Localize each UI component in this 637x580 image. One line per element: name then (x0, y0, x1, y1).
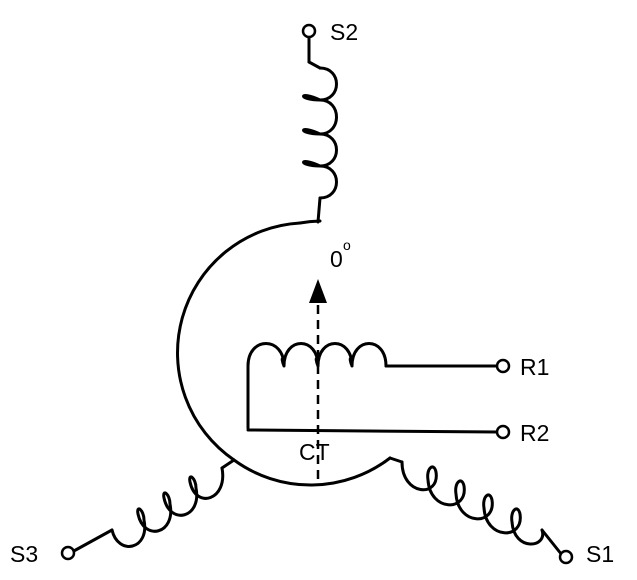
stator-winding-s3: S3 (10, 458, 236, 567)
stator-winding-s1: S1 (388, 456, 614, 567)
angle-degree-mark: o (343, 237, 351, 253)
rotor-winding: R1 R2 (246, 342, 549, 446)
terminal-s3-label: S3 (10, 541, 38, 567)
stator-arc-left (176, 221, 302, 462)
terminal-r2-dot[interactable] (495, 424, 511, 440)
stator-arc-top (298, 219, 322, 225)
stator-arc-bottom (232, 456, 392, 487)
coil-s2 (302, 66, 338, 200)
terminal-s2-dot[interactable] (301, 23, 317, 39)
coil-s1 (400, 460, 545, 546)
rotor-lead-r2 (246, 428, 500, 434)
terminal-s2-label: S2 (330, 19, 358, 45)
stator-winding-s2: S2 (301, 19, 358, 224)
terminal-s1-label: S1 (586, 541, 614, 567)
rotor-coil (246, 342, 388, 430)
terminal-r1-dot[interactable] (495, 358, 511, 374)
terminal-s3-dot[interactable] (60, 545, 76, 561)
rotor-axis: CT 0 o (299, 237, 351, 480)
terminal-r1-label: R1 (520, 354, 549, 380)
center-tap-label: CT (299, 439, 330, 465)
terminal-r2-label: R2 (520, 420, 549, 446)
angle-value-label: 0 (330, 246, 343, 272)
terminal-s1-dot[interactable] (558, 549, 574, 565)
coil-s3 (110, 466, 225, 548)
rotor-axis-arrowhead (309, 279, 327, 303)
